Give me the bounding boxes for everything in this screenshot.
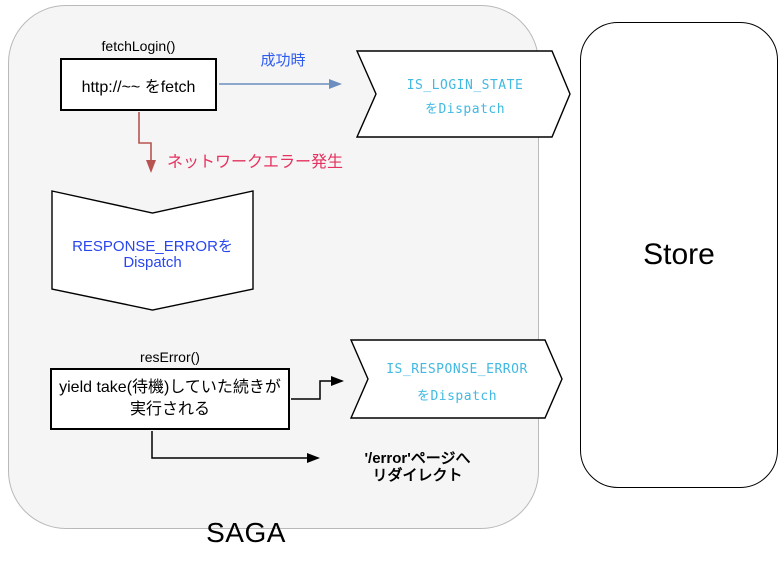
is-login-state-text: IS_LOGIN_STATE をDispatch — [370, 74, 560, 122]
is-response-error-line1: IS_RESPONSE_ERROR — [386, 362, 528, 377]
response-error-text: RESPONSE_ERRORを Dispatch — [52, 239, 253, 271]
fetch-login-box: http://~~ をfetch — [60, 58, 217, 111]
fetch-login-title: fetchLogin() — [101, 38, 176, 54]
store-label: Store — [643, 238, 715, 271]
store-box: Store — [580, 22, 778, 488]
fetch-login-body: http://~~ をfetch — [81, 78, 196, 96]
response-error-line1: RESPONSE_ERRORを — [72, 238, 233, 255]
is-login-state-line1: IS_LOGIN_STATE — [406, 78, 524, 93]
is-response-error-line2: をDispatch — [416, 389, 498, 404]
success-arrow-label: 成功時 — [260, 52, 306, 69]
response-error-line2: Dispatch — [123, 254, 182, 271]
res-error-box: yield take(待機)していた続きが 実行される — [50, 368, 290, 430]
redirect-line2: リダイレクト — [372, 467, 463, 484]
is-login-state-line2: をDispatch — [424, 102, 506, 117]
is-response-error-text: IS_RESPONSE_ERROR をDispatch — [362, 356, 552, 410]
saga-label: SAGA — [206, 517, 286, 548]
redirect-line1: '/error'ページへ — [364, 450, 471, 467]
network-error-label: ネットワークエラー発生 — [167, 154, 344, 171]
res-error-body-line1: yield take(待機)していた続きが — [59, 379, 281, 396]
res-error-title: resError() — [140, 349, 200, 365]
redirect-label: '/error'ページへ リダイレクト — [350, 450, 485, 484]
res-error-body-line2: 実行される — [129, 401, 210, 418]
